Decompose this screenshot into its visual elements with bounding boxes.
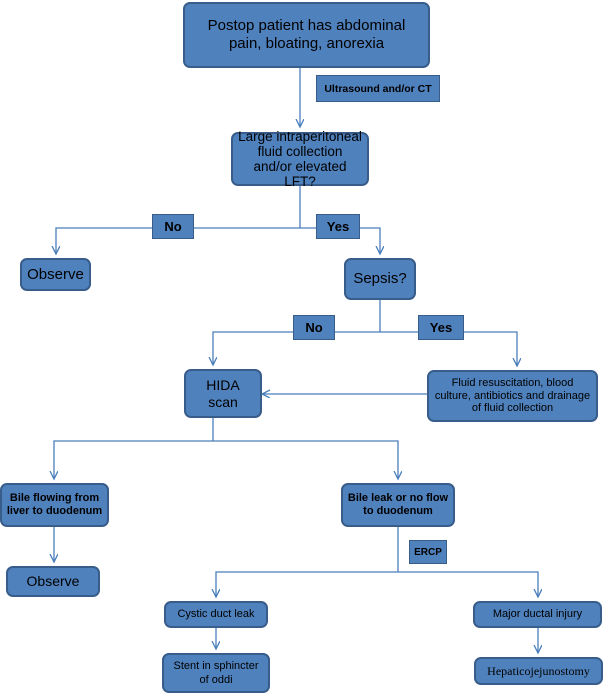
label-no-fluid: No	[152, 214, 194, 239]
node-cystic-duct-leak: Cystic duct leak	[164, 601, 268, 628]
label-ultrasound-ct: Ultrasound and/or CT	[316, 75, 440, 102]
node-stent: Stent in sphincter of oddi	[162, 653, 270, 693]
node-major-ductal-injury: Major ductal injury	[473, 601, 602, 628]
node-observe-1: Observe	[20, 258, 91, 291]
node-observe-2: Observe	[6, 566, 100, 597]
node-bile-flowing: Bile flowing from liver to duodenum	[0, 483, 109, 527]
node-resuscitation: Fluid resuscitation, blood culture, anti…	[427, 370, 598, 422]
arrow-hida-to-bile-leak	[213, 440, 398, 479]
arrow-hida-to-bile-flowing	[54, 440, 213, 479]
label-yes-fluid: Yes	[316, 214, 360, 239]
node-hida-scan: HIDA scan	[184, 369, 262, 418]
node-hepaticojejunostomy: Hepaticojejunostomy	[474, 657, 603, 685]
label-yes-sepsis: Yes	[418, 315, 464, 340]
label-ercp: ERCP	[409, 540, 447, 564]
node-bile-leak: Bile leak or no flow to duodenum	[341, 483, 455, 527]
arrow-bile-leak-to-cystic	[216, 571, 398, 597]
node-sepsis: Sepsis?	[344, 258, 416, 300]
node-start: Postop patient has abdominal pain, bloat…	[183, 2, 430, 68]
arrow-bile-leak-to-major	[398, 571, 538, 597]
node-fluid-collection: Large intraperitoneal fluid collection a…	[231, 129, 369, 189]
arrow-fluid-no-to-observe	[56, 227, 300, 254]
label-no-sepsis: No	[293, 315, 335, 340]
